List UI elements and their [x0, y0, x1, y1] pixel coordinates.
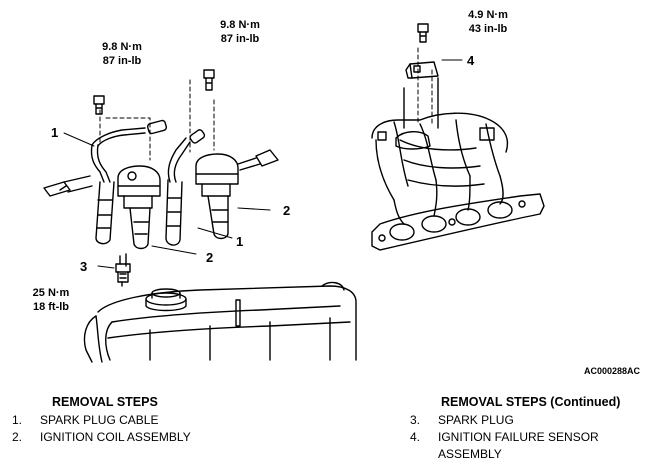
- removal-steps-continued-title: REMOVAL STEPS (Continued): [441, 395, 621, 409]
- spark-plug: [115, 253, 131, 287]
- step-number: 4.: [410, 430, 421, 444]
- figure-code: AC000288AC: [584, 366, 641, 376]
- torque-coil-right-inlb: 87 in-lb: [221, 33, 260, 45]
- torque-coil-right-nm: 9.8 N·m: [220, 19, 260, 31]
- callout-4-sensor: 4: [467, 53, 475, 68]
- list-item: 3. SPARK PLUG: [410, 412, 650, 429]
- torque-spark-plug-ftlb: 18 ft-lb: [33, 301, 69, 313]
- step-text: SPARK PLUG CABLE: [40, 413, 159, 427]
- callout-2-coil-left: 2: [206, 250, 213, 265]
- step-number: 3.: [410, 413, 421, 427]
- step-text: IGNITION COIL ASSEMBLY: [40, 430, 191, 444]
- spark-plug-cable-left: [90, 119, 168, 245]
- step-number: 1.: [12, 413, 23, 427]
- coil-bolt-left: [93, 95, 105, 115]
- cable-ends: [43, 149, 279, 197]
- ignition-coil-left: [117, 165, 161, 250]
- callout-1-cable-right: 1: [236, 234, 243, 249]
- removal-steps-list: REMOVAL STEPS 1. SPARK PLUG CABLE 2. IGN…: [12, 394, 302, 446]
- list-item: 2. IGNITION COIL ASSEMBLY: [12, 429, 302, 446]
- spark-plug-cable-right: [165, 129, 206, 246]
- removal-steps-continued-list: REMOVAL STEPS (Continued) 3. SPARK PLUG …: [410, 394, 650, 463]
- torque-sensor-nm: 4.9 N·m: [468, 9, 508, 21]
- sensor-bolt: [417, 23, 429, 43]
- torque-coil-left-inlb: 87 in-lb: [103, 55, 142, 67]
- step-text: IGNITION FAILURE SENSOR ASSEMBLY: [438, 430, 599, 461]
- torque-sensor-inlb: 43 in-lb: [469, 23, 508, 35]
- ignition-failure-sensor: [403, 61, 439, 129]
- manifold-flange: [371, 175, 545, 251]
- removal-steps-title: REMOVAL STEPS: [52, 395, 158, 409]
- callout-1-cable-left: 1: [51, 125, 58, 140]
- coil-bolt-right: [203, 69, 215, 91]
- engine-rocker-cover: [83, 281, 357, 363]
- torque-coil-left-nm: 9.8 N·m: [102, 41, 142, 53]
- ignition-coil-right: [195, 153, 239, 240]
- step-text: SPARK PLUG: [438, 413, 514, 427]
- callout-leaders: [63, 59, 463, 269]
- exhaust-manifold: [371, 112, 509, 201]
- bolt-guide-lines: [99, 47, 433, 161]
- callout-2-coil-right: 2: [283, 203, 290, 218]
- list-item: 1. SPARK PLUG CABLE: [12, 412, 302, 429]
- callout-3-spark-plug: 3: [80, 259, 87, 274]
- list-item: 4. IGNITION FAILURE SENSOR ASSEMBLY: [410, 429, 650, 463]
- step-number: 2.: [12, 430, 23, 444]
- torque-spark-plug-nm: 25 N·m: [33, 287, 70, 299]
